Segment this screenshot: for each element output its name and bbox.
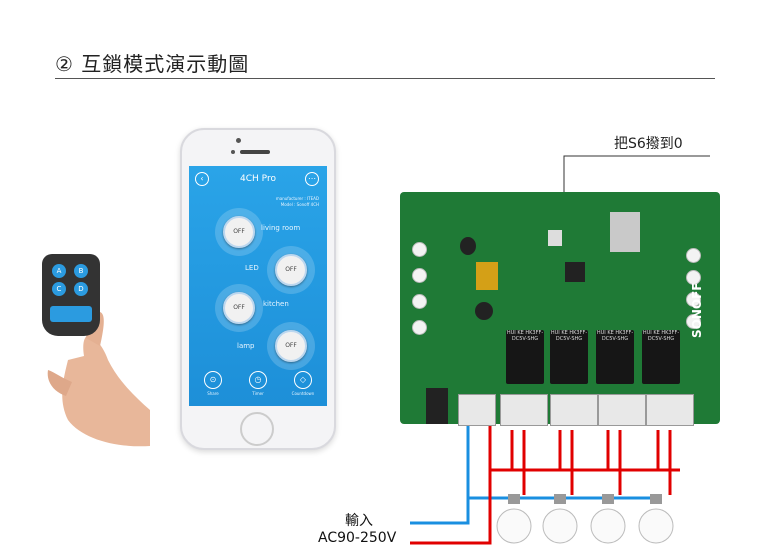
channel-1-label: living room: [261, 224, 301, 232]
footer-countdown-label: Countdown: [291, 391, 315, 396]
rf-remote: A B C D: [42, 254, 100, 336]
manufacturer-line: manufacturer : ITEAD: [275, 196, 319, 201]
output-terminal-1: [500, 394, 548, 426]
footer-timer-label: Timer: [252, 391, 264, 396]
more-icon[interactable]: ⋯: [305, 172, 319, 186]
remote-key-d[interactable]: D: [74, 282, 88, 296]
s6-callout: 把S6撥到0: [614, 136, 683, 152]
button-led[interactable]: [412, 320, 427, 335]
model-line: Model : Sonoff 4CH: [280, 202, 319, 207]
dip-switch[interactable]: [548, 230, 562, 246]
button-led[interactable]: [686, 314, 701, 329]
footer-countdown[interactable]: ◇ Countdown: [283, 371, 323, 396]
capacitor: [460, 237, 476, 255]
channel-4-label: lamp: [237, 342, 255, 350]
transformer: [476, 262, 498, 290]
channel-2-label: LED: [245, 264, 259, 272]
voltage-label: AC90-250V: [318, 530, 397, 546]
channel-3-button[interactable]: OFF: [223, 292, 255, 324]
button-led[interactable]: [686, 248, 701, 263]
sonoff-4ch-board: HUI KE HK3FF-DC5V-SHG HUI KE HK3FF-DC5V-…: [400, 192, 720, 426]
button-led[interactable]: [412, 242, 427, 257]
input-label: 輸入: [345, 513, 373, 529]
remote-key-c[interactable]: C: [52, 282, 66, 296]
relay-1: HUI KE HK3FF-DC5V-SHG: [506, 330, 544, 384]
button-led[interactable]: [412, 268, 427, 283]
device-meta: manufacturer : ITEAD Model : Sonoff 4CH: [276, 196, 319, 208]
mcu-chip: [565, 262, 585, 282]
output-terminal-2: [550, 394, 598, 426]
button-led[interactable]: [686, 270, 701, 285]
footer-timer[interactable]: ◷ Timer: [238, 371, 278, 396]
phone-sensor: [231, 150, 235, 154]
output-terminal-3: [598, 394, 646, 426]
wifi-module: [610, 212, 640, 252]
alarm-clock-icon: ◷: [249, 371, 267, 389]
app-screen: ‹ 4CH Pro ⋯ manufacturer : ITEAD Model :…: [189, 166, 327, 406]
channel-3-label: kitchen: [263, 300, 289, 308]
channel-2-button[interactable]: OFF: [275, 254, 307, 286]
remote-strip: [50, 306, 92, 322]
light-bulb-icon: [590, 494, 626, 544]
light-bulb-icon: [638, 494, 674, 544]
footer-share[interactable]: ⊙ Share: [193, 371, 233, 396]
back-icon[interactable]: ‹: [195, 172, 209, 186]
remote-key-b[interactable]: B: [74, 264, 88, 278]
title-divider: [55, 78, 715, 79]
page-title: ② 互鎖模式演示動圖: [55, 52, 250, 76]
remote-key-a[interactable]: A: [52, 264, 66, 278]
tag-icon: ◇: [294, 371, 312, 389]
phone-camera: [236, 138, 241, 143]
light-bulb-icon: [496, 494, 532, 544]
button-led[interactable]: [412, 294, 427, 309]
live-wire: [410, 426, 492, 545]
share-icon: ⊙: [204, 371, 222, 389]
relay-4: HUI KE HK3FF-DC5V-SHG: [642, 330, 680, 384]
channel-4-button[interactable]: OFF: [275, 330, 307, 362]
light-bulb-icon: [542, 494, 578, 544]
home-button[interactable]: [240, 412, 274, 446]
app-title: 4CH Pro: [240, 174, 276, 184]
smartphone: ‹ 4CH Pro ⋯ manufacturer : ITEAD Model :…: [180, 128, 336, 450]
relay-2: HUI KE HK3FF-DC5V-SHG: [550, 330, 588, 384]
relay-3: HUI KE HK3FF-DC5V-SHG: [596, 330, 634, 384]
phone-speaker: [240, 150, 270, 154]
output-terminal-4: [646, 394, 694, 426]
channel-1-button[interactable]: OFF: [223, 216, 255, 248]
capacitor: [475, 302, 493, 320]
power-terminal: [458, 394, 496, 426]
button-led[interactable]: [686, 292, 701, 307]
dc-jack: [426, 388, 448, 424]
footer-share-label: Share: [207, 391, 219, 396]
